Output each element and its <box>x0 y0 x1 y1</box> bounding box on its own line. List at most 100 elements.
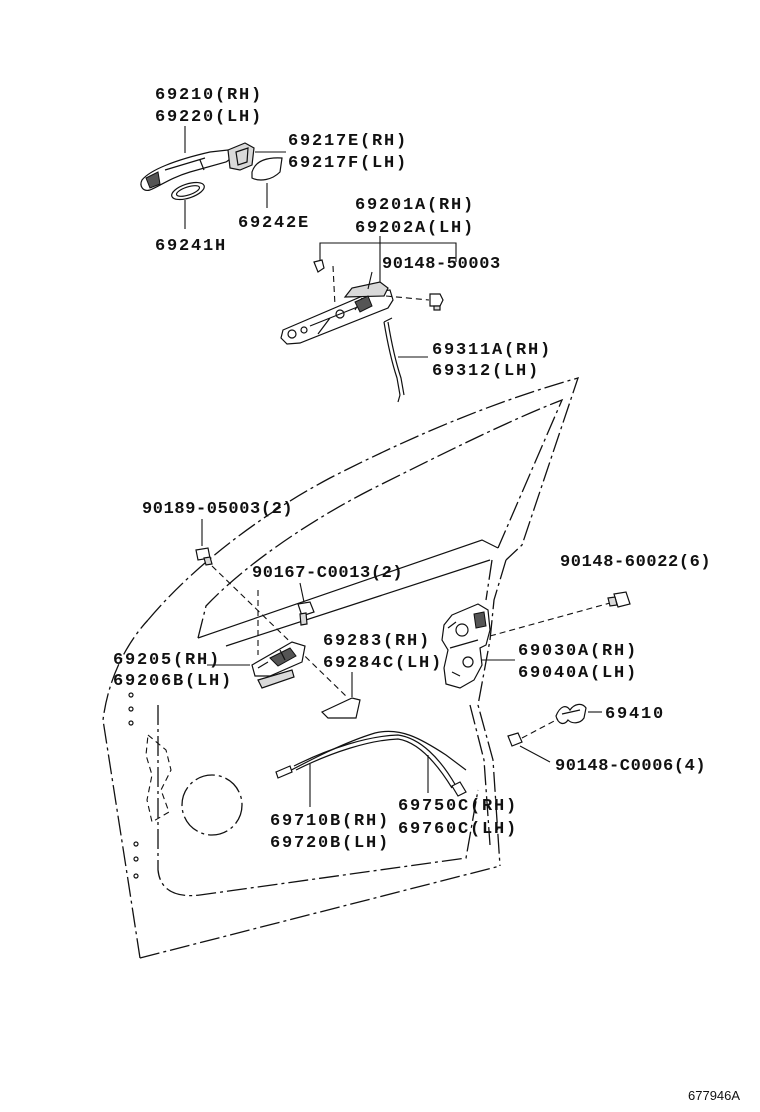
hole <box>128 706 134 712</box>
label-69710-rh: 69710B(RH) <box>270 812 390 831</box>
group-bracket <box>319 236 457 282</box>
screw-shank <box>203 556 213 566</box>
door-right-edge <box>477 559 507 867</box>
screw-group-b <box>257 582 315 655</box>
label-69242: 69242E <box>238 214 310 233</box>
bolt-head <box>297 601 315 617</box>
door-outline <box>102 377 580 959</box>
hole <box>128 692 134 698</box>
leader-line <box>299 582 305 603</box>
inside-handle-lever <box>257 669 295 689</box>
frame-hole <box>287 329 297 339</box>
striker-screw <box>507 718 559 763</box>
cable-a-path <box>281 730 467 776</box>
frame-mechanism <box>354 295 373 313</box>
part-labels: 69210(RH) 69220(LH) 69217E(RH) 69217F(LH… <box>113 86 740 1103</box>
clip <box>313 259 325 273</box>
hole <box>133 856 139 862</box>
lock-mechanism <box>473 611 487 629</box>
striker <box>555 703 602 725</box>
handle-frame-top <box>343 281 389 298</box>
label-69205-rh: 69205(RH) <box>113 651 221 670</box>
door-lock <box>441 603 515 689</box>
label-69217-rh: 69217E(RH) <box>288 132 408 151</box>
cover-body <box>320 697 361 719</box>
label-69750-lh: 69760C(LH) <box>398 820 518 839</box>
outside-handle-end <box>145 171 161 189</box>
leader-line <box>367 271 373 290</box>
handle-cover <box>227 142 286 171</box>
inner-panel-outline <box>157 705 479 897</box>
handle-cover-detail <box>235 147 249 166</box>
hole <box>133 841 139 847</box>
bolt-shank <box>299 612 308 626</box>
label-90148-c0006: 90148-C0006(4) <box>555 757 706 776</box>
label-90148-50003: 90148-50003 <box>382 255 501 274</box>
door-left-edge <box>102 619 149 959</box>
label-69210-lh: 69220(LH) <box>155 108 263 127</box>
label-69201-rh: 69201A(RH) <box>355 196 475 215</box>
lock-detail-lines <box>447 621 479 677</box>
leader-line <box>519 745 551 763</box>
screw-install-line <box>489 602 611 637</box>
label-69283-lh: 69284C(LH) <box>323 654 443 673</box>
rod-line <box>383 321 401 396</box>
cable-b-path <box>293 734 457 787</box>
label-90189-05003: 90189-05003(2) <box>142 500 293 519</box>
door-bottom-edge <box>139 865 501 959</box>
handle-cover-body <box>227 142 255 171</box>
inside-handle-detail <box>257 649 286 669</box>
label-69241: 69241H <box>155 237 227 256</box>
cap-body <box>251 157 283 181</box>
screw-install-line <box>211 565 349 699</box>
striker-detail <box>561 709 581 715</box>
speaker-opening <box>181 774 243 836</box>
frame-hole <box>300 326 308 334</box>
screw-head <box>507 732 523 747</box>
screw-shank <box>433 305 441 311</box>
cable-a <box>275 730 467 807</box>
label-69710-lh: 69720B(LH) <box>270 834 390 853</box>
rod-hook <box>383 317 401 403</box>
belt-line-upper <box>197 539 499 639</box>
label-90148-60022: 90148-60022(6) <box>560 553 711 572</box>
screw-install-line <box>385 295 430 301</box>
cable-a-end <box>275 765 293 779</box>
label-69030-rh: 69030A(RH) <box>518 642 638 661</box>
label-69030-lh: 69040A(LH) <box>518 664 638 683</box>
handle-pad <box>171 181 205 229</box>
cable-b-end <box>451 781 467 797</box>
lock-detail <box>455 623 469 637</box>
label-90167-c0013: 90167-C0013(2) <box>252 564 403 583</box>
label-69750-rh: 69750C(RH) <box>398 797 518 816</box>
screw-install-line <box>521 718 559 739</box>
outside-handle-detail <box>164 157 206 171</box>
label-69210-rh: 69210(RH) <box>155 86 263 105</box>
hole <box>133 873 139 879</box>
belt-line-lower <box>225 559 491 647</box>
label-69205-lh: 69206B(LH) <box>113 672 233 691</box>
link-rod <box>383 317 428 403</box>
inside-handle <box>207 641 306 689</box>
screw-shank <box>607 596 618 607</box>
pad-inner <box>175 185 201 197</box>
inside-handle-cover <box>320 672 361 719</box>
label-69217-lh: 69217F(LH) <box>288 154 408 173</box>
cable-b-path-edge <box>295 738 453 789</box>
cable-b <box>293 734 467 797</box>
window-frame-inner <box>197 398 564 639</box>
rod-line-edge <box>387 321 405 396</box>
outside-handle <box>140 126 233 191</box>
label-69410: 69410 <box>605 705 665 724</box>
frame-screw <box>367 271 444 311</box>
key-cylinder-cap <box>251 157 283 208</box>
lock-screw <box>489 591 631 637</box>
screw-head <box>429 293 444 307</box>
outside-handle-body <box>140 149 233 191</box>
lock-detail <box>462 656 474 668</box>
handle-frame <box>280 236 457 345</box>
hinge-area-outline <box>145 733 172 823</box>
pad-body <box>171 181 205 201</box>
hole <box>128 720 134 726</box>
